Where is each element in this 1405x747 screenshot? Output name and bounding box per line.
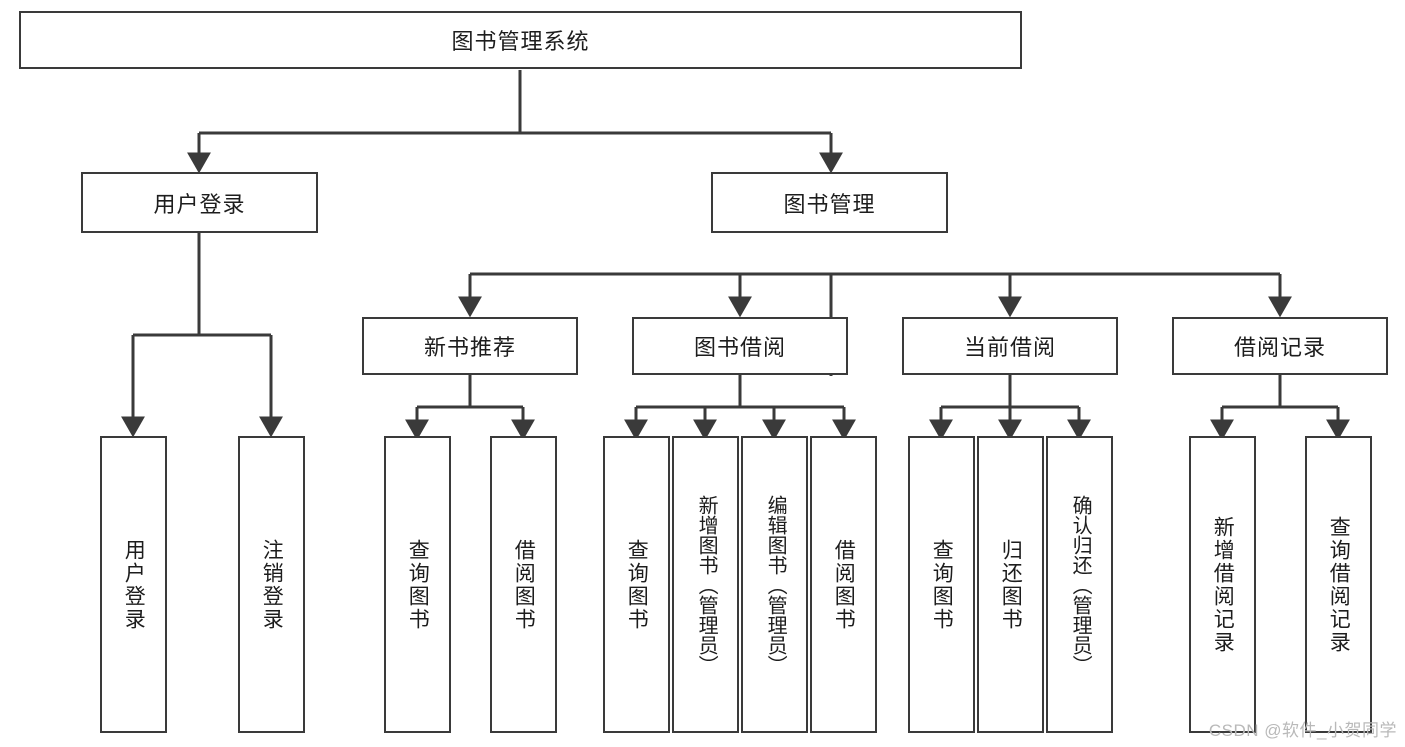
node-book-management[interactable]: 图书管理 bbox=[711, 172, 948, 233]
leaf-current-borrow-query-book[interactable]: 查询图书 bbox=[908, 436, 975, 733]
node-label: 归还图书 bbox=[999, 538, 1023, 631]
node-label: 注销登录 bbox=[260, 538, 284, 631]
node-label: 借阅图书 bbox=[512, 538, 536, 631]
leaf-book-borrow-borrow-book[interactable]: 借阅图书 bbox=[810, 436, 877, 733]
node-label: 当前借阅 bbox=[963, 335, 1056, 360]
leaf-book-borrow-add-book-admin[interactable]: 新增图书（管理员） bbox=[672, 436, 739, 733]
node-book-borrow[interactable]: 图书借阅 bbox=[632, 317, 848, 375]
node-label: 查询图书 bbox=[625, 538, 649, 631]
leaf-book-borrow-edit-book-admin[interactable]: 编辑图书（管理员） bbox=[741, 436, 808, 733]
node-borrow-record[interactable]: 借阅记录 bbox=[1172, 317, 1388, 375]
leaf-user-login-signin[interactable]: 用户登录 bbox=[100, 436, 167, 733]
node-label: 编辑图书（管理员） bbox=[764, 494, 787, 675]
csdn-watermark: CSDN @软件_小贺同学 bbox=[1208, 721, 1397, 740]
node-current-borrow[interactable]: 当前借阅 bbox=[902, 317, 1118, 375]
node-label: 图书管理 bbox=[783, 191, 876, 217]
leaf-user-login-signout[interactable]: 注销登录 bbox=[238, 436, 305, 733]
node-root-book-management-system[interactable]: 图书管理系统 bbox=[19, 11, 1022, 69]
leaf-new-book-borrow-book[interactable]: 借阅图书 bbox=[490, 436, 557, 733]
node-new-book-recommend[interactable]: 新书推荐 bbox=[362, 317, 578, 375]
node-label: 新增图书（管理员） bbox=[695, 494, 718, 675]
leaf-current-borrow-return-book[interactable]: 归还图书 bbox=[977, 436, 1044, 733]
node-label: 新书推荐 bbox=[423, 335, 516, 360]
leaf-borrow-record-add-record[interactable]: 新增借阅记录 bbox=[1189, 436, 1256, 733]
leaf-book-borrow-query-book[interactable]: 查询图书 bbox=[603, 436, 670, 733]
node-user-login[interactable]: 用户登录 bbox=[81, 172, 318, 233]
node-label: 借阅图书 bbox=[832, 538, 856, 631]
node-label: 用户登录 bbox=[153, 191, 246, 217]
node-label: 借阅记录 bbox=[1233, 335, 1326, 360]
node-label: 查询图书 bbox=[406, 538, 430, 631]
node-label: 用户登录 bbox=[122, 538, 146, 631]
node-label: 图书管理系统 bbox=[451, 29, 590, 54]
node-label: 确认归还（管理员） bbox=[1069, 494, 1092, 675]
node-label: 查询图书 bbox=[930, 538, 954, 631]
node-label: 新增借阅记录 bbox=[1211, 515, 1235, 654]
leaf-new-book-query-book[interactable]: 查询图书 bbox=[384, 436, 451, 733]
leaf-borrow-record-query-record[interactable]: 查询借阅记录 bbox=[1305, 436, 1372, 733]
node-label: 图书借阅 bbox=[693, 335, 786, 360]
node-label: 查询借阅记录 bbox=[1327, 515, 1351, 654]
leaf-current-borrow-confirm-return-admin[interactable]: 确认归还（管理员） bbox=[1046, 436, 1113, 733]
